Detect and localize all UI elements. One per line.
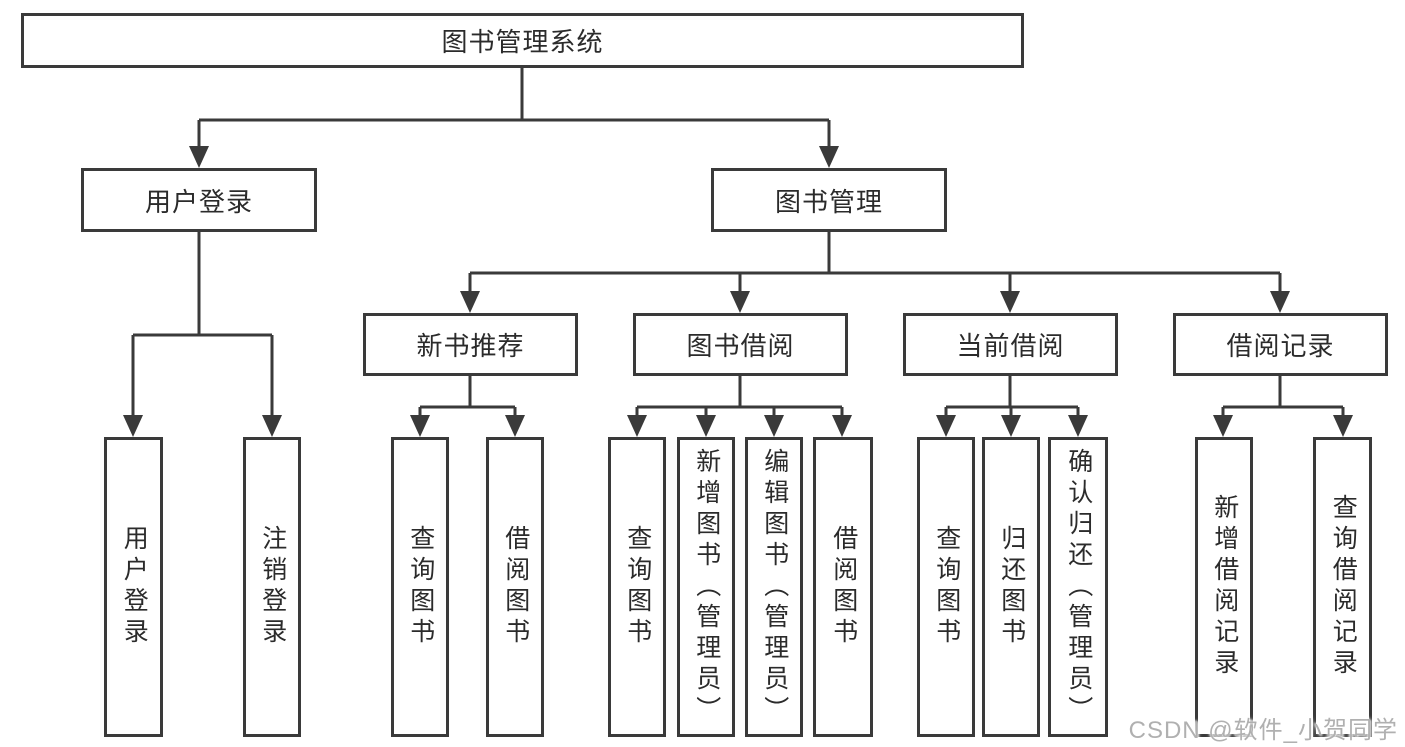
watermark-text: CSDN @软件_小贺同学 bbox=[1128, 717, 1398, 744]
leaf-label: 查询借阅记录 bbox=[1329, 494, 1358, 680]
leaf-add-books-admin: 新增图书（管理员） bbox=[677, 437, 735, 737]
leaf-label: 查询图书 bbox=[406, 525, 435, 649]
leaf-borrow-books: 借阅图书 bbox=[813, 437, 873, 737]
leaf-label: 用户登录 bbox=[120, 525, 149, 649]
leaf-query-books-borrowing: 查询图书 bbox=[608, 437, 666, 737]
leaf-confirm-return-admin: 确认归还（管理员） bbox=[1048, 437, 1108, 737]
leaf-logout: 注销登录 bbox=[243, 437, 301, 737]
node-new-book-recommendation: 新书推荐 bbox=[363, 313, 578, 376]
leaf-label: 借阅图书 bbox=[829, 525, 858, 649]
leaf-edit-books-admin: 编辑图书（管理员） bbox=[745, 437, 803, 737]
leaf-label: 新增图书（管理员） bbox=[692, 447, 721, 727]
node-current-borrowing: 当前借阅 bbox=[903, 313, 1118, 376]
leaf-query-books-recommend: 查询图书 bbox=[391, 437, 449, 737]
leaf-label: 查询图书 bbox=[623, 525, 652, 649]
node-book-borrowing: 图书借阅 bbox=[633, 313, 848, 376]
leaf-borrow-books-recommend: 借阅图书 bbox=[486, 437, 544, 737]
leaf-label: 注销登录 bbox=[258, 525, 287, 649]
leaf-label: 归还图书 bbox=[997, 525, 1026, 649]
leaf-query-books-current: 查询图书 bbox=[917, 437, 975, 737]
leaf-label: 借阅图书 bbox=[501, 525, 530, 649]
node-book-management: 图书管理 bbox=[711, 168, 947, 232]
leaf-label: 编辑图书（管理员） bbox=[760, 447, 789, 727]
leaf-add-borrow-record: 新增借阅记录 bbox=[1195, 437, 1253, 737]
node-user-login: 用户登录 bbox=[81, 168, 317, 232]
leaf-label: 确认归还（管理员） bbox=[1064, 447, 1093, 727]
node-borrowing-records: 借阅记录 bbox=[1173, 313, 1388, 376]
leaf-return-books: 归还图书 bbox=[982, 437, 1040, 737]
leaf-user-login: 用户登录 bbox=[104, 437, 163, 737]
leaf-query-borrow-record: 查询借阅记录 bbox=[1313, 437, 1372, 737]
arrowheads bbox=[123, 146, 1353, 437]
leaf-label: 新增借阅记录 bbox=[1210, 494, 1239, 680]
node-library-management-system: 图书管理系统 bbox=[21, 13, 1024, 68]
leaf-label: 查询图书 bbox=[932, 525, 961, 649]
